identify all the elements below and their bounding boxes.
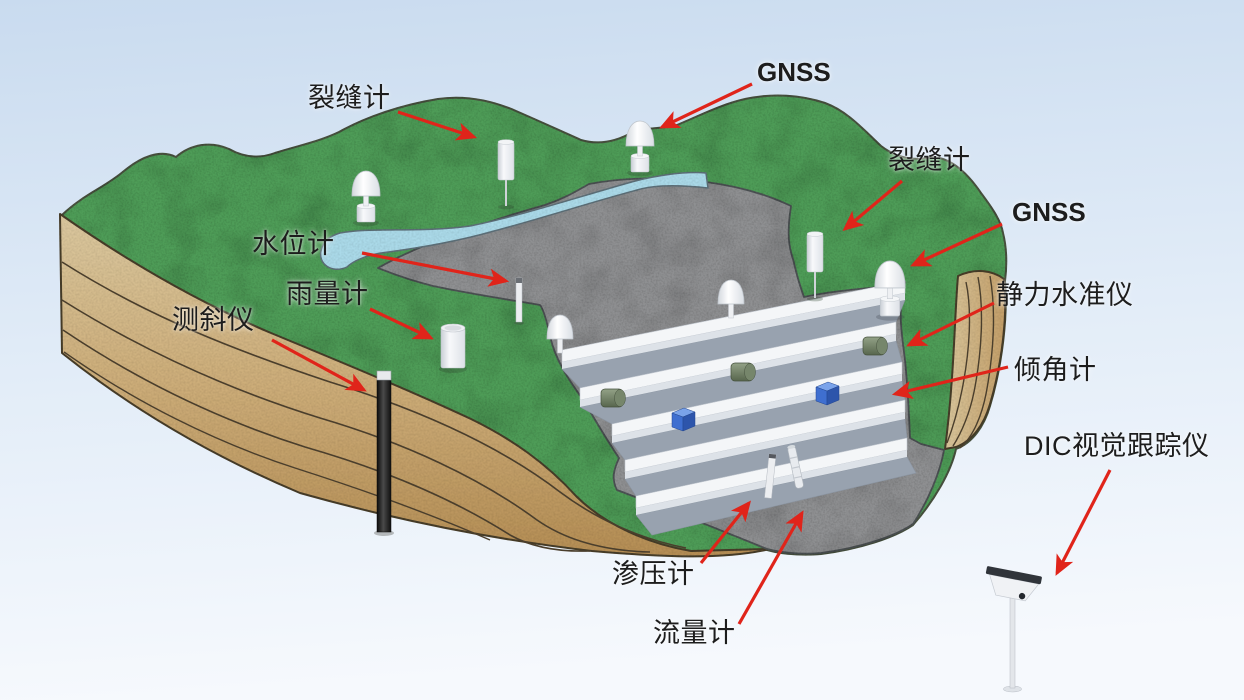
label-flow-meter: 流量计: [653, 618, 736, 648]
annotation-arrows: [271, 82, 1112, 625]
bench-step: [624, 399, 906, 479]
label-tiltmeter: 倾角计: [1014, 355, 1097, 385]
soil-layer-line: [62, 329, 591, 552]
crack-meter-top-arrow: [397, 110, 478, 141]
shadow: [807, 296, 823, 302]
rain-gauge-arrow: [369, 307, 434, 340]
gnss-right-arrow: [910, 222, 1003, 267]
label-piezometer: 渗压计: [612, 559, 695, 589]
dic-tracker-arrow: [1055, 469, 1112, 576]
flow-meter-icon: [787, 444, 804, 489]
hydrostatic-level-sensor-icon: [862, 336, 888, 356]
tiltmeter-arrow: [891, 365, 1009, 400]
soil-cliff-left: [59, 213, 771, 558]
label-inclinometer: 测斜仪: [172, 305, 255, 335]
hydrostatic-level-arrow: [906, 301, 995, 347]
dic-camera-icon: [985, 566, 1042, 693]
piezometer-icon: [764, 453, 777, 499]
shadow: [498, 204, 514, 210]
label-gnss-right: GNSS: [1012, 197, 1086, 227]
soil-layer-line: [946, 281, 971, 444]
label-water-level: 水位计: [252, 229, 335, 259]
hydrostatic-level-sensor-icon: [730, 362, 756, 382]
instruments: [351, 120, 1042, 693]
label-hydrostatic-level: 静力水准仪: [996, 280, 1134, 310]
camera-lens-icon: [1018, 592, 1026, 600]
soil-layer-line: [61, 261, 687, 549]
bench-step: [561, 280, 906, 369]
flow-meter-arrow: [737, 510, 804, 625]
soil-layer-line: [63, 351, 491, 541]
tiltmeter-sensor-icon: [671, 407, 696, 432]
label-dic-tracker: DIC视觉跟踪仪: [1024, 431, 1210, 461]
label-crack-meter-top: 裂缝计: [308, 83, 391, 113]
tiltmeter-sensor-icon: [815, 381, 840, 406]
label-crack-meter-right: 裂缝计: [888, 145, 971, 175]
label-gnss-top: GNSS: [757, 57, 831, 87]
inclinometer-arrow: [271, 338, 367, 392]
soil-layer-line: [61, 299, 651, 553]
terrace-slope-face: [635, 456, 917, 536]
hydrostatic-level-sensor-icon: [600, 388, 626, 408]
inclinometer-icon: [374, 370, 394, 536]
water-level-arrow: [361, 251, 510, 287]
gnss-top-arrow: [659, 82, 753, 129]
stream: [319, 171, 709, 271]
rain-gauge-icon: [439, 323, 467, 373]
piezometer-arrow: [699, 500, 751, 564]
soil-cliff-right: [944, 270, 1007, 450]
water-level-meter-icon: [514, 277, 524, 325]
label-rain-gauge: 雨量计: [286, 279, 369, 309]
crack-meter-right-arrow: [842, 179, 904, 232]
soil-layer-line: [952, 276, 983, 447]
